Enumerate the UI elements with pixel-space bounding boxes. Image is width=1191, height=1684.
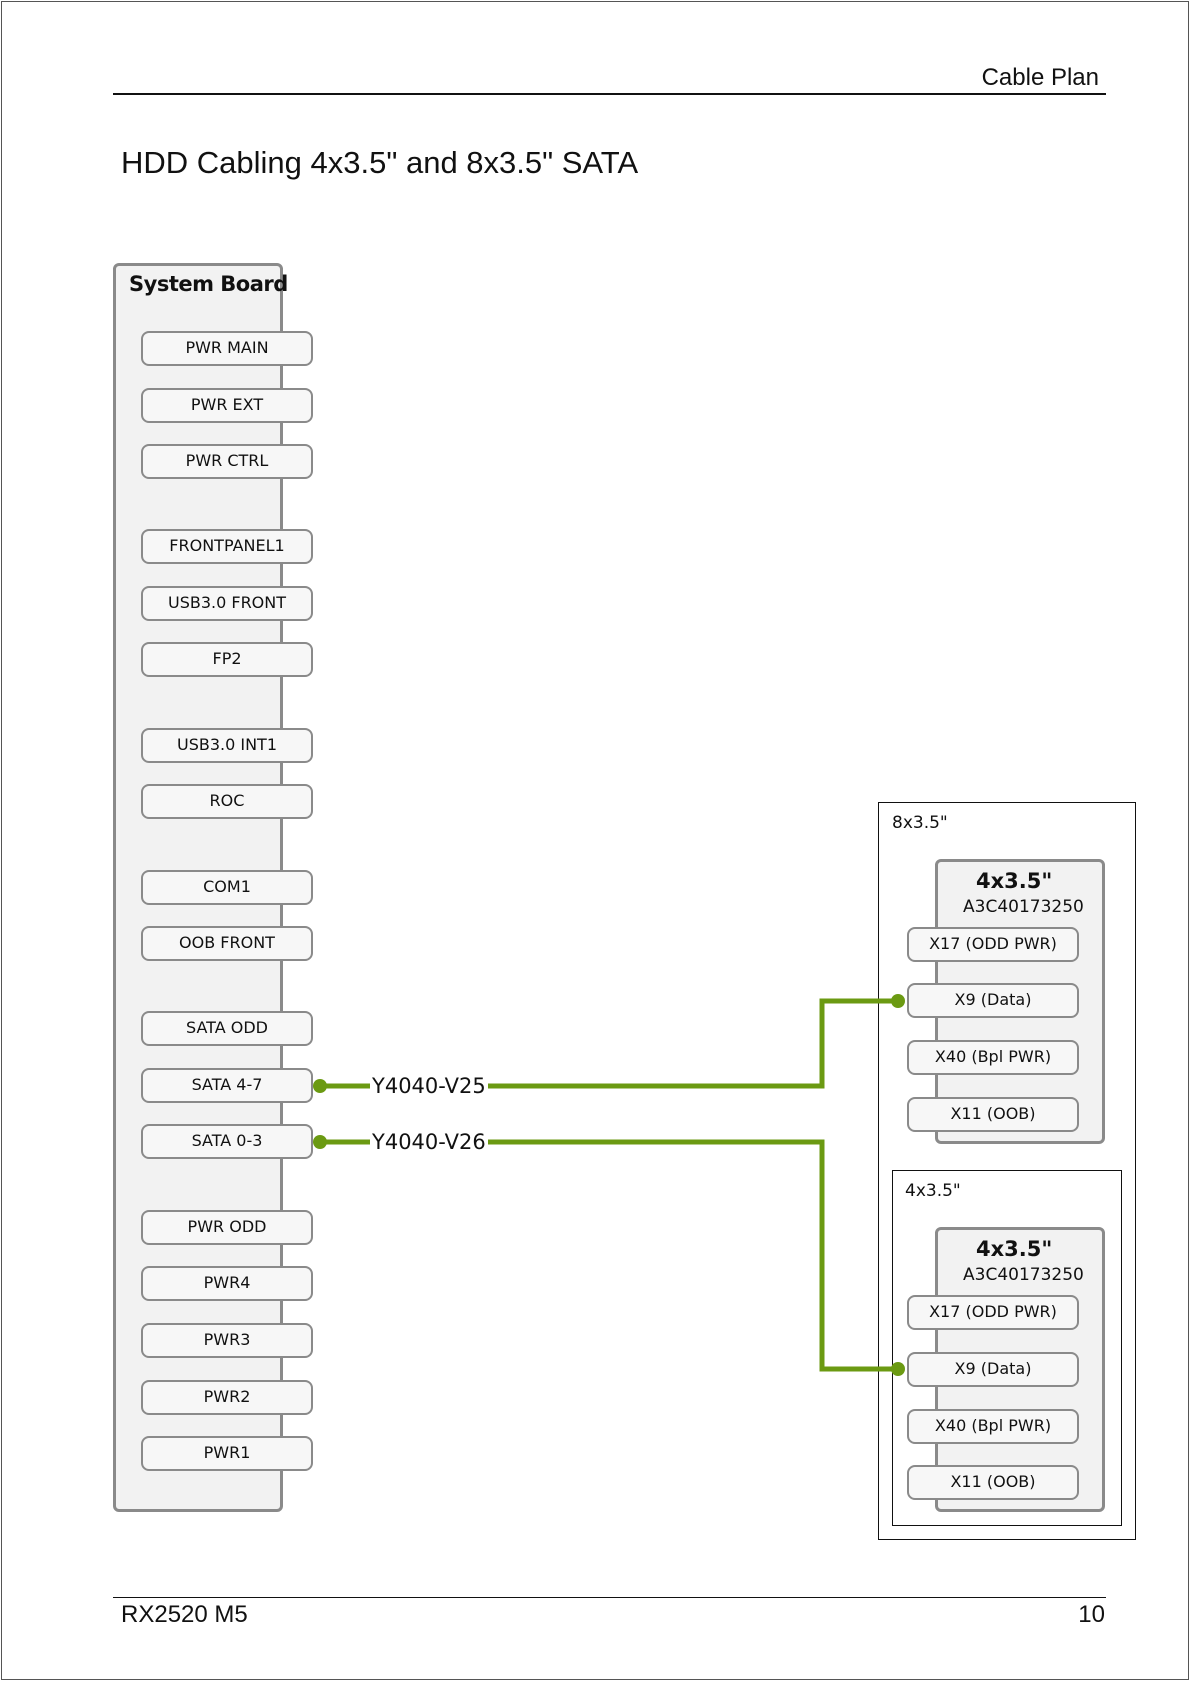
- backplane-2-connector-x11: X11 (OOB): [907, 1465, 1079, 1500]
- cable-endpoint-sata-0-3: [313, 1135, 327, 1149]
- board-connector-usb30-front: USB3.0 FRONT: [141, 586, 313, 621]
- system-board-title: System Board: [129, 272, 288, 296]
- board-connector-pwr-ctrl: PWR CTRL: [141, 444, 313, 479]
- board-connector-pwr3: PWR3: [141, 1323, 313, 1358]
- backplane-1-part-number: A3C40173250: [963, 897, 1084, 917]
- footer-page-number: 10: [1078, 1601, 1105, 1628]
- backplane-1-title: 4x3.5": [976, 869, 1053, 893]
- header-rule: [113, 93, 1106, 95]
- header-section-title: Cable Plan: [981, 64, 1099, 91]
- cable-endpoint-bp1-x9: [891, 994, 905, 1008]
- cable-endpoint-sata-4-7: [313, 1079, 327, 1093]
- backplane-2-part-number: A3C40173250: [963, 1265, 1084, 1285]
- board-connector-pwr1: PWR1: [141, 1436, 313, 1471]
- board-connector-sata-odd: SATA ODD: [141, 1011, 313, 1046]
- board-connector-pwr-odd: PWR ODD: [141, 1210, 313, 1245]
- enclosure-label: 8x3.5": [892, 813, 948, 833]
- footer-rule: [113, 1597, 1106, 1598]
- cable-y4040-v26: [320, 1139, 898, 1372]
- page-title: HDD Cabling 4x3.5" and 8x3.5" SATA: [121, 145, 639, 180]
- board-connector-pwr2: PWR2: [141, 1380, 313, 1415]
- board-connector-pwr4: PWR4: [141, 1266, 313, 1301]
- board-connector-frontpanel1: FRONTPANEL1: [141, 529, 313, 564]
- cable-label-y4040-v25: Y4040-V25: [370, 1074, 488, 1098]
- backplane-1-connector-x9: X9 (Data): [907, 983, 1079, 1018]
- board-connector-roc: ROC: [141, 784, 313, 819]
- cable-y4040-v25: [320, 998, 898, 1089]
- board-connector-oob-front: OOB FRONT: [141, 926, 313, 961]
- board-connector-fp2: FP2: [141, 642, 313, 677]
- board-connector-usb30-int1: USB3.0 INT1: [141, 728, 313, 763]
- backplane-1-connector-x40: X40 (Bpl PWR): [907, 1040, 1079, 1075]
- footer-model: RX2520 M5: [121, 1601, 248, 1628]
- board-connector-com1: COM1: [141, 870, 313, 905]
- backplane-2-title: 4x3.5": [976, 1237, 1053, 1261]
- board-connector-pwr-ext: PWR EXT: [141, 388, 313, 423]
- board-connector-pwr-main: PWR MAIN: [141, 331, 313, 366]
- backplane-2-connector-x17: X17 (ODD PWR): [907, 1295, 1079, 1330]
- backplane-2-connector-x9: X9 (Data): [907, 1352, 1079, 1387]
- backplane-1-connector-x17: X17 (ODD PWR): [907, 927, 1079, 962]
- cable-endpoint-bp2-x9: [891, 1362, 905, 1376]
- board-connector-sata-0-3: SATA 0-3: [141, 1124, 313, 1159]
- enclosure-group-label: 4x3.5": [905, 1181, 961, 1201]
- backplane-2-connector-x40: X40 (Bpl PWR): [907, 1409, 1079, 1444]
- backplane-1-connector-x11: X11 (OOB): [907, 1097, 1079, 1132]
- cable-label-y4040-v26: Y4040-V26: [370, 1130, 488, 1154]
- board-connector-sata-4-7: SATA 4-7: [141, 1068, 313, 1103]
